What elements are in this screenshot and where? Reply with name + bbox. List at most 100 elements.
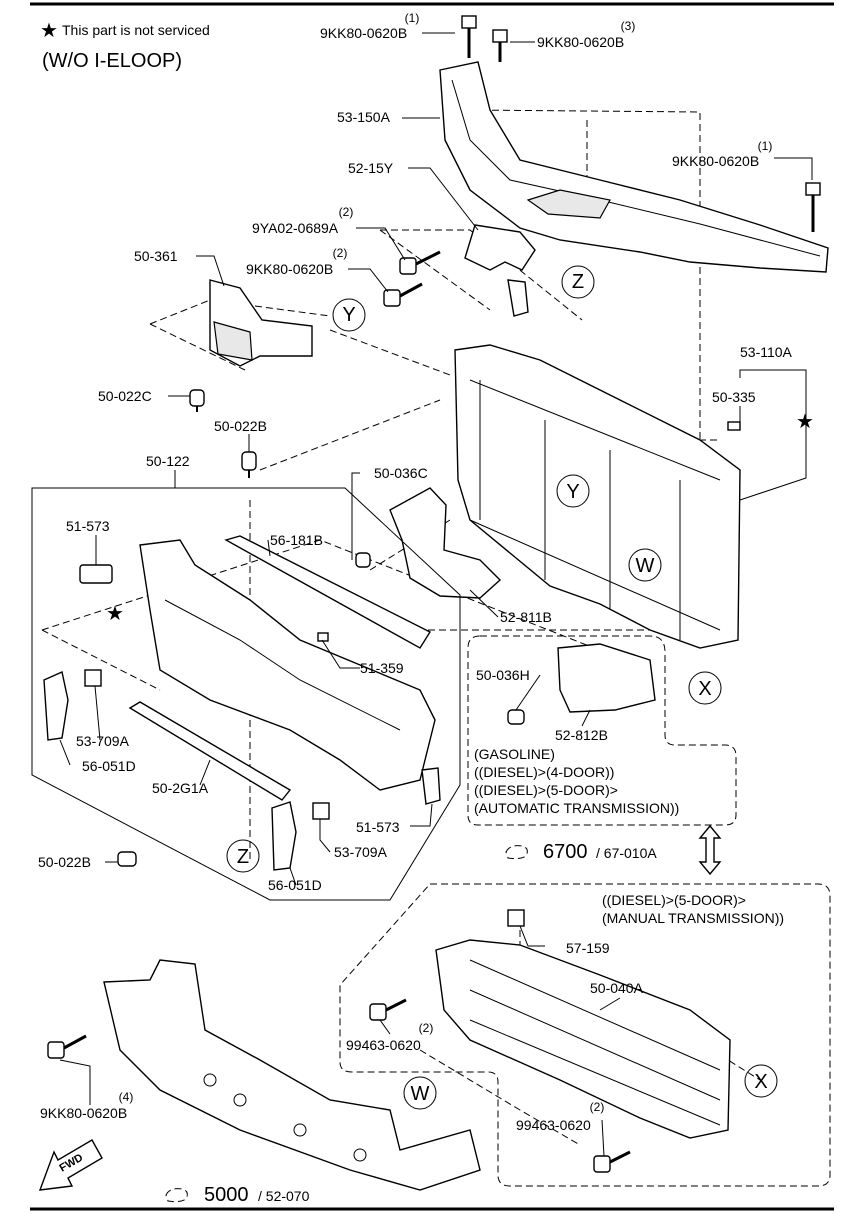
bolt-icon-99463-a (369, 998, 407, 1021)
condition-block-manual: ((DIESEL)>(5-DOOR)> (MANUAL TRANSMISSION… (602, 892, 784, 926)
callout-50-335: 50-335 (712, 389, 756, 405)
bolt-icon-top-left (461, 15, 477, 58)
callout-52-15Y: 52-15Y (348, 160, 394, 176)
radiator-support-53-110A (454, 344, 741, 649)
absorber-56-051D-left (43, 671, 69, 741)
leader-lines (59, 32, 813, 1157)
callout-qty: (2) (333, 246, 348, 260)
updown-arrow-icon (698, 824, 722, 876)
callout-50-361: 50-361 (134, 248, 178, 264)
svg-text:Z: Z (237, 846, 249, 868)
view-marker-w1: W (628, 548, 662, 582)
view-marker-x2: X (744, 1064, 778, 1098)
star-icon: ★ (40, 20, 58, 42)
callout-56-051D-left: 56-051D (82, 758, 136, 774)
star-icon-53-110A: ★ (796, 411, 814, 433)
group-box-50-122 (31, 487, 461, 901)
view-marker-z2: Z (226, 839, 260, 873)
condition-block-gasoline: (GASOLINE) ((DIESEL)>(4-DOOR)) ((DIESEL)… (474, 746, 679, 816)
callout-qty: (4) (119, 1090, 134, 1104)
callout-50-036C: 50-036C (374, 465, 428, 481)
callout-9KK80-0620B-top1: 9KK80-0620B (320, 25, 407, 41)
air-guide-52-812B (557, 643, 656, 713)
fwd-arrow-icon: FWD (38, 1139, 103, 1191)
section-ref-sub[interactable]: / 52-070 (258, 1188, 310, 1204)
svg-text:W: W (411, 1083, 430, 1105)
clip-icon-50-022B-bottom (117, 851, 137, 867)
legend-variant: (W/O I-ELOOP) (42, 50, 182, 72)
bracket-52-15Y (464, 224, 536, 317)
callout-9KK80-0620B-mid: 9KK80-0620B (246, 261, 333, 277)
callout-56-051D-right: 56-051D (268, 877, 322, 893)
callout-52-811B: 52-811B (500, 609, 552, 625)
strip-50-2G1A (128, 701, 292, 801)
callout-51-573-right: 51-573 (356, 819, 400, 835)
callout-51-359: 51-359 (360, 660, 404, 676)
reinforcement-50-122 (139, 539, 436, 791)
section-ref-main[interactable]: 5000 (204, 1184, 249, 1206)
condition-line: (AUTOMATIC TRANSMISSION)) (474, 800, 679, 816)
view-marker-y2: Y (556, 474, 590, 508)
callout-99463-0620-b: 99463-0620 (516, 1117, 591, 1133)
bumper-beam (103, 959, 481, 1191)
callout-qty: (3) (621, 19, 636, 33)
star-icon-50-122: ★ (106, 603, 124, 625)
bolt-icon-right (805, 182, 821, 232)
svg-text:X: X (698, 678, 711, 700)
callout-9YA02-0689A: 9YA02-0689A (252, 220, 339, 236)
condition-line: ((DIESEL)>(5-DOOR)> (602, 892, 746, 908)
section-ref-sub[interactable]: / 67-010A (596, 845, 657, 861)
callout-52-812B: 52-812B (555, 727, 608, 743)
svg-text:Z: Z (572, 271, 584, 293)
callout-50-036H: 50-036H (476, 667, 530, 683)
view-marker-y1: Y (332, 298, 366, 332)
condition-line: ((DIESEL)>(5-DOOR)> (474, 782, 618, 798)
callout-53-709A-left: 53-709A (76, 733, 130, 749)
bolt-icon-9ya02 (399, 250, 441, 275)
callout-50-022B-top: 50-022B (214, 418, 267, 434)
callout-9KK80-0620B-bottom: 9KK80-0620B (40, 1105, 127, 1121)
bolt-icon-99463-b (593, 1150, 631, 1173)
callout-53-150A: 53-150A (337, 109, 391, 125)
view-marker-x1: X (688, 671, 722, 705)
bolt-icon-9kk80-bottom (47, 1034, 87, 1059)
callout-53-110A: 53-110A (740, 344, 793, 360)
svg-text:Y: Y (566, 481, 579, 503)
bolt-icon-top-right (492, 29, 508, 62)
svg-text:X: X (754, 1071, 767, 1093)
view-marker-z1: Z (561, 265, 595, 299)
section-ref-main[interactable]: 6700 (543, 841, 588, 863)
section-ref-6700[interactable]: 6700 / 67-010A (505, 841, 657, 863)
callout-50-122: 50-122 (146, 453, 190, 469)
book-icon (165, 1188, 188, 1203)
bolt-icon-9kk80-mid (383, 282, 423, 307)
air-guide-52-811B (389, 487, 502, 599)
callout-qty: (1) (758, 139, 773, 153)
book-icon (505, 845, 528, 860)
condition-line: (MANUAL TRANSMISSION)) (602, 910, 784, 926)
absorber-56-051D-right (271, 801, 297, 871)
part-51-573-left (79, 564, 113, 584)
view-marker-w2: W (403, 1076, 437, 1110)
clip-icon-50-022B-top (241, 451, 257, 478)
clip-icon-50-022C (189, 389, 205, 412)
part-51-573-right (421, 767, 441, 805)
callout-50-2G1A: 50-2G1A (152, 780, 209, 796)
callout-qty: (2) (419, 1021, 434, 1035)
callout-qty: (2) (339, 205, 354, 219)
upper-member-53-150A (439, 61, 829, 273)
callout-56-181B: 56-181B (270, 532, 323, 548)
legend-star-note: This part is not serviced (62, 22, 210, 38)
grille-shutter-50-040A (435, 939, 731, 1139)
bracket-50-361 (209, 279, 313, 367)
callout-57-159: 57-159 (566, 940, 610, 956)
part-53-709A-right (312, 802, 330, 820)
callout-50-022C: 50-022C (98, 388, 152, 404)
callout-qty: (1) (405, 11, 420, 25)
absorber-56-181B (224, 535, 431, 649)
callout-50-022B-bottom: 50-022B (38, 854, 91, 870)
section-ref-5000[interactable]: 5000 / 52-070 (165, 1184, 310, 1206)
part-53-709A-left (84, 669, 102, 687)
condition-line: ((DIESEL)>(4-DOOR)) (474, 764, 614, 780)
